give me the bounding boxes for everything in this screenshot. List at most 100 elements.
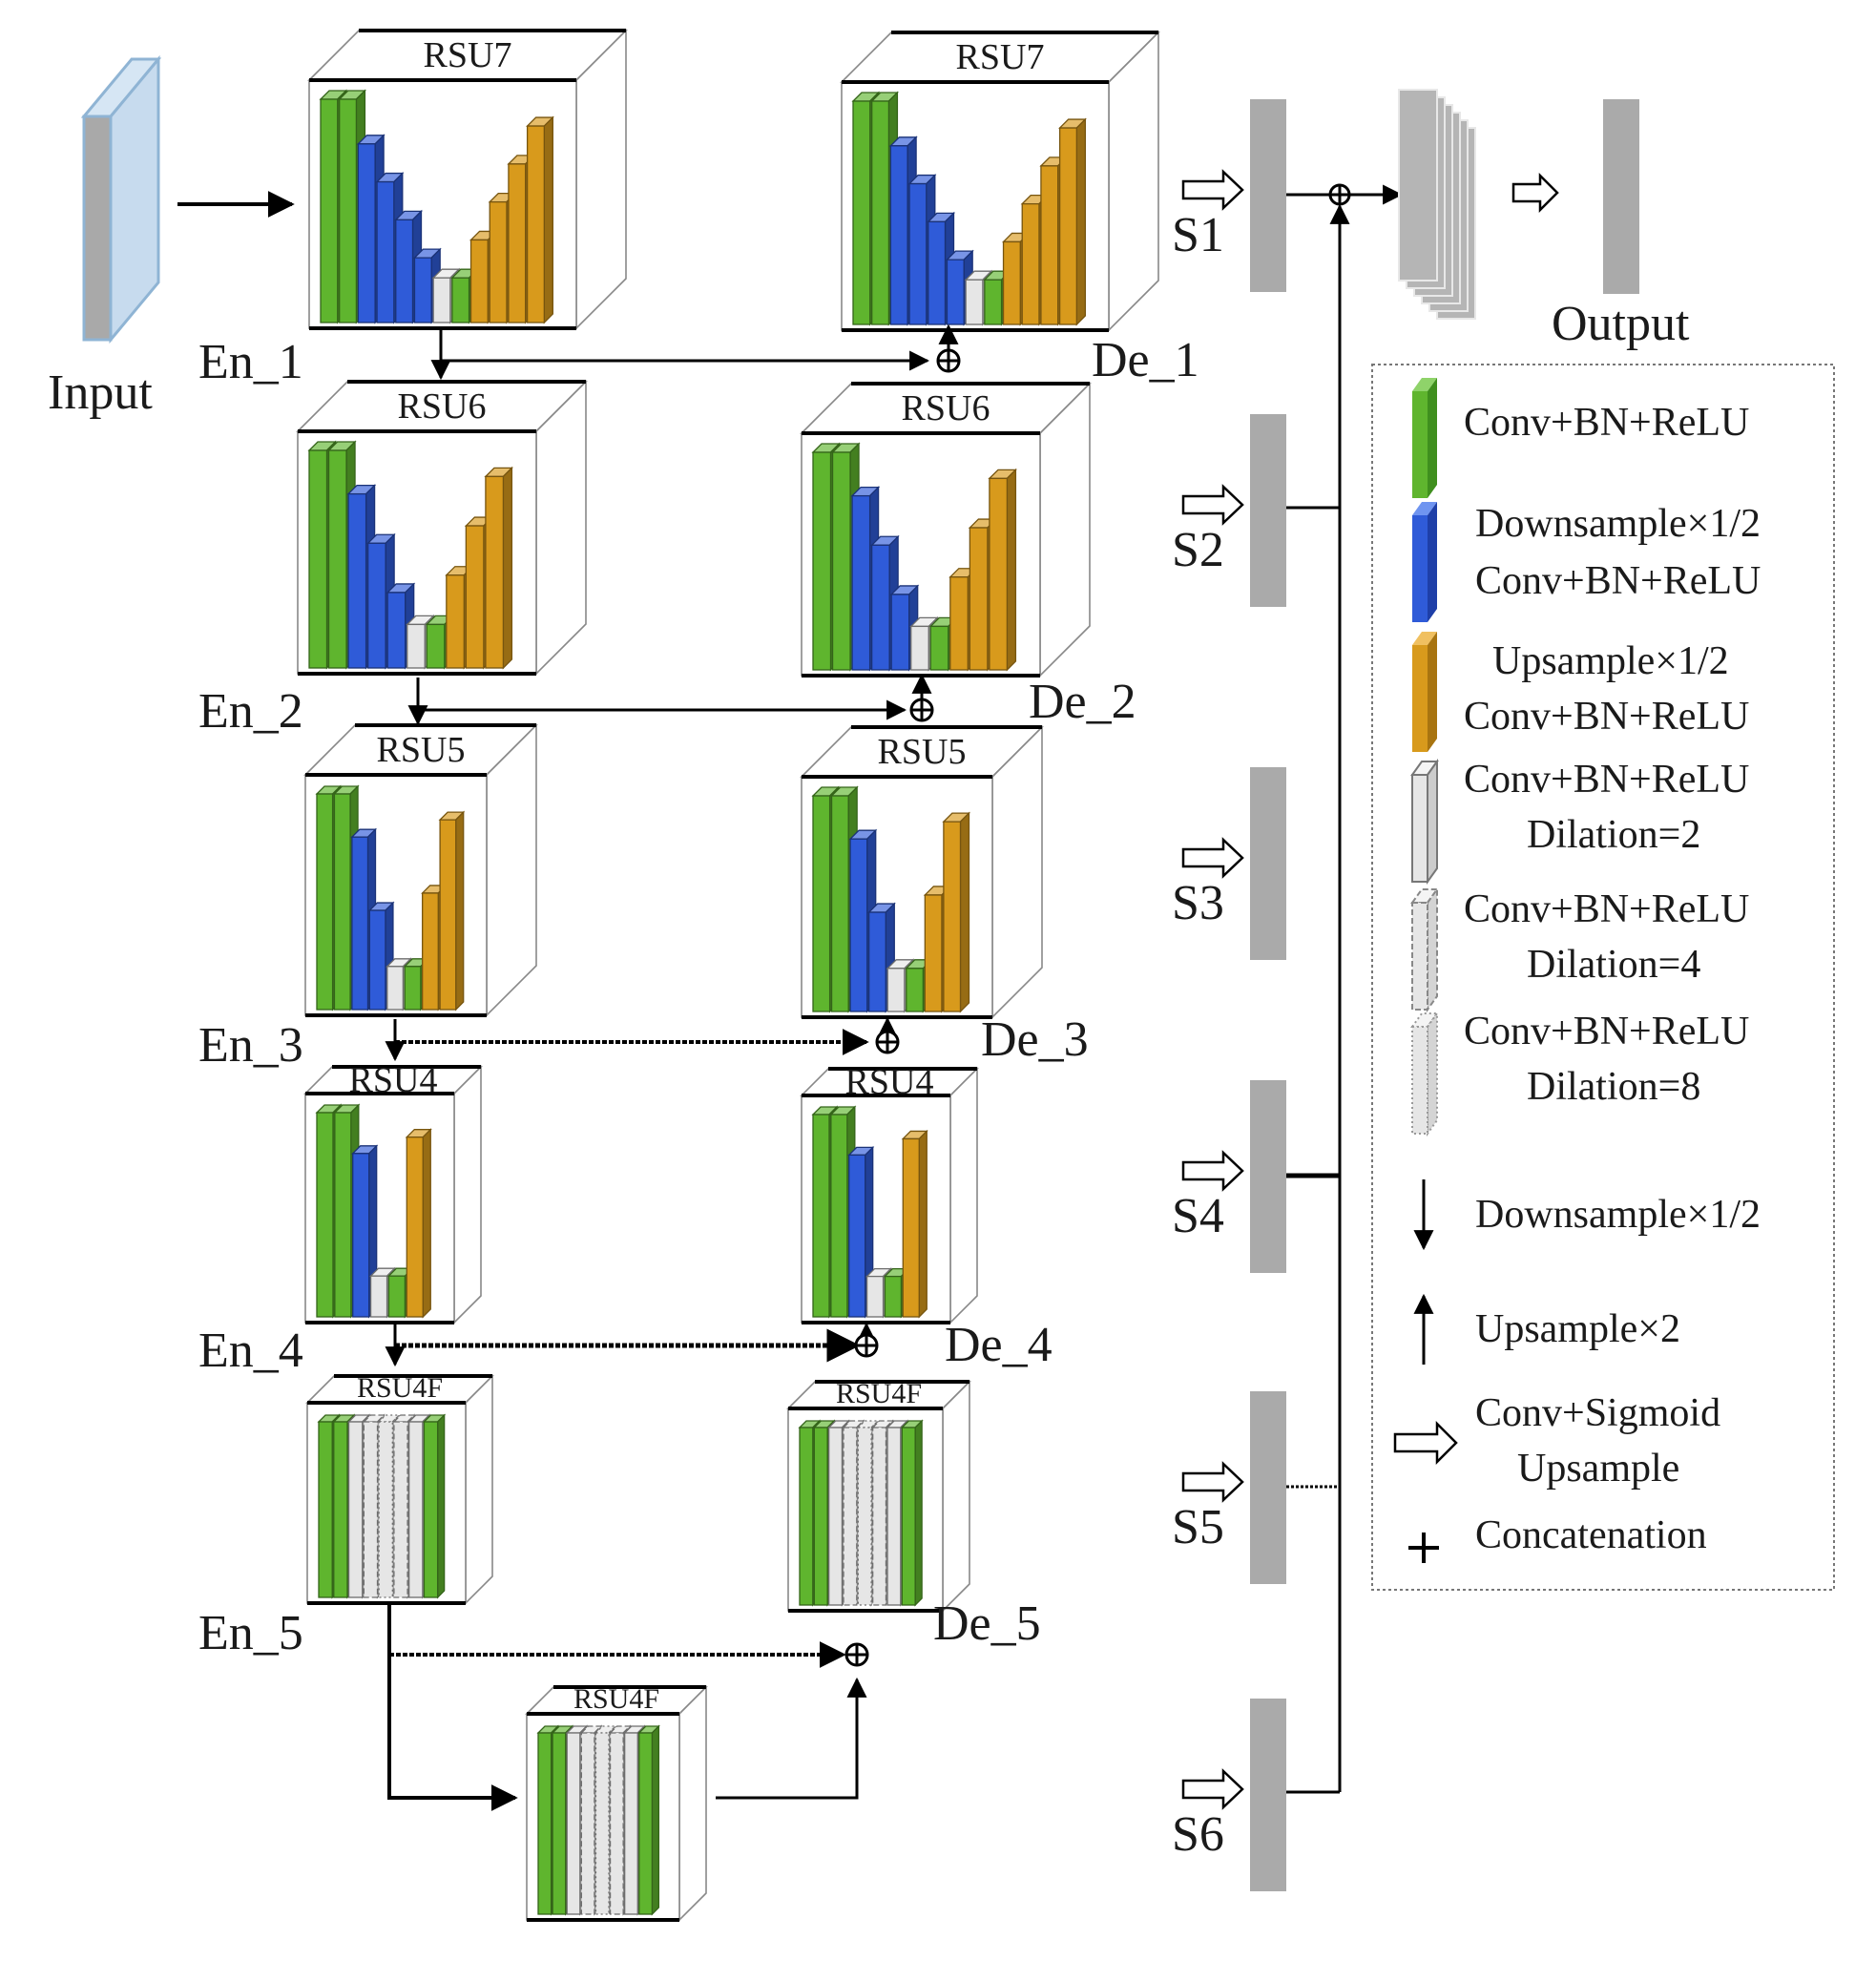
side-label: S2 xyxy=(1172,523,1224,577)
block-title-de2: RSU6 xyxy=(902,388,990,428)
rsu-block-de3: RSU5 xyxy=(800,725,1044,1019)
side-output-s2: S2 xyxy=(1172,414,1286,607)
stage-label-en1: En_1 xyxy=(198,335,303,389)
side-feature-map xyxy=(1250,1391,1286,1584)
fusion-trunk xyxy=(1286,183,1404,1794)
block-title-en3: RSU5 xyxy=(377,730,466,770)
layer-bar xyxy=(422,1413,447,1599)
hollow-arrow-icon xyxy=(1181,1150,1244,1192)
legend-label-downsample: Downsample×1/2 xyxy=(1475,1193,1761,1237)
rsu-block-de2: RSU6 xyxy=(800,382,1092,678)
side-output-s5: S5 xyxy=(1172,1391,1286,1584)
side-label: S1 xyxy=(1172,208,1224,262)
rsu-block-de5: RSU4F xyxy=(786,1378,971,1613)
legend-label-sigmoid-line1: Conv+Sigmoid xyxy=(1475,1391,1720,1435)
layer-bar xyxy=(900,1419,924,1607)
side-output-s6: S6 xyxy=(1172,1699,1286,1891)
rsu-block-en2: RSU6 xyxy=(296,380,588,676)
arrow-en5-to-bridge xyxy=(387,1605,518,1811)
legend-label-concat: Concatenation xyxy=(1475,1513,1707,1557)
stage-label-en2: En_2 xyxy=(198,684,303,739)
connectors xyxy=(385,323,961,1811)
arrow-bridge-to-de5 xyxy=(716,1677,867,1800)
side-label: S3 xyxy=(1172,876,1224,930)
layer-bar xyxy=(1058,117,1087,326)
hollow-arrow-icon xyxy=(1181,1461,1244,1503)
block-title-en2: RSU6 xyxy=(398,386,487,427)
legend-border xyxy=(1371,364,1835,1591)
layer-bar xyxy=(438,810,466,1011)
side-output-s1: S1 xyxy=(1172,99,1286,292)
legend-label-dil8-line2: Dilation=8 xyxy=(1527,1065,1700,1109)
legend-label-dil8-line1: Conv+BN+ReLU xyxy=(1464,1010,1749,1053)
side-label: S5 xyxy=(1172,1500,1224,1554)
legend-swatch-down xyxy=(1412,502,1437,622)
block-title-de1: RSU7 xyxy=(956,37,1045,77)
rsu-block-de1: RSU7 xyxy=(840,31,1160,332)
hollow-arrow-icon xyxy=(1181,484,1244,526)
fused-feature-stack xyxy=(1398,89,1476,320)
rsu-block-en4: RSU4 xyxy=(303,1060,483,1324)
side-feature-map xyxy=(1250,414,1286,607)
stage-label-en5: En_5 xyxy=(198,1606,303,1660)
stage-label-en3: En_3 xyxy=(198,1018,303,1073)
legend-label-dil4-line1: Conv+BN+ReLU xyxy=(1464,887,1749,931)
block-title-de3: RSU5 xyxy=(878,732,967,772)
layer-bar xyxy=(350,827,378,1011)
layer-bar xyxy=(484,466,513,670)
legend-label-up-line2: Conv+BN+ReLU xyxy=(1464,695,1749,739)
concat-icon xyxy=(909,698,934,722)
stage-label-en4: En_4 xyxy=(198,1324,303,1378)
legend-swatch-conv xyxy=(1412,378,1437,498)
legend-hollow-arrow-icon xyxy=(1393,1420,1458,1466)
legend-label-sigmoid-line2: Upsample xyxy=(1517,1447,1679,1491)
block-title-de4: RSU4 xyxy=(845,1062,934,1102)
side-feature-map xyxy=(1250,1080,1286,1273)
rsu-block-en3: RSU5 xyxy=(303,723,538,1017)
rsu-block-en1: RSU7 xyxy=(307,29,628,330)
layer-bar xyxy=(405,1128,432,1319)
legend-label-up-line1: Upsample×1/2 xyxy=(1492,639,1729,683)
legend-label-dil2-line2: Dilation=2 xyxy=(1527,813,1700,857)
legend-label-down-line1: Downsample×1/2 xyxy=(1475,502,1761,546)
legend-swatch-dilation8 xyxy=(1410,1010,1439,1137)
side-feature-map xyxy=(1250,99,1286,292)
stage-label-de5: De_5 xyxy=(933,1596,1041,1651)
stage-label-de2: De_2 xyxy=(1029,675,1136,729)
stage-label-de4: De_4 xyxy=(945,1318,1053,1372)
side-output-s4: S4 xyxy=(1172,1080,1286,1273)
side-feature-map xyxy=(1250,1699,1286,1891)
side-label: S6 xyxy=(1172,1807,1224,1862)
layer-bar xyxy=(526,115,554,324)
legend-swatch-up xyxy=(1412,632,1437,752)
input-label: Input xyxy=(48,365,153,420)
legend-label-conv: Conv+BN+ReLU xyxy=(1464,401,1749,445)
hollow-arrow-icon xyxy=(1181,1768,1244,1810)
legend-swatch-dilation2 xyxy=(1410,758,1439,886)
rsu-block-bridge: RSU4F xyxy=(525,1683,708,1922)
concat-icon xyxy=(875,1030,900,1054)
input-feature-map xyxy=(80,54,162,344)
concat-icon xyxy=(1328,183,1351,206)
side-output-s3: S3 xyxy=(1172,767,1286,960)
block-title-bridge: RSU4F xyxy=(573,1683,659,1715)
layer-bar xyxy=(637,1724,660,1916)
block-title-en1: RSU7 xyxy=(424,35,512,75)
rsu-block-en5: RSU4F xyxy=(305,1372,494,1605)
stage-label-de1: De_1 xyxy=(1092,333,1199,387)
block-title-en4: RSU4 xyxy=(349,1060,438,1100)
block-title-de5: RSU4F xyxy=(836,1378,922,1409)
layer-bar xyxy=(988,468,1017,672)
block-title-en5: RSU4F xyxy=(357,1372,443,1404)
legend-label-upsample: Upsample×2 xyxy=(1475,1307,1680,1351)
layer-bar xyxy=(942,811,971,1013)
concat-icon xyxy=(854,1333,879,1358)
side-label: S4 xyxy=(1172,1189,1224,1243)
concat-icon xyxy=(936,348,961,373)
side-feature-map xyxy=(1250,767,1286,960)
legend-label-down-line2: Conv+BN+ReLU xyxy=(1475,559,1761,603)
concat-icon xyxy=(844,1642,869,1667)
